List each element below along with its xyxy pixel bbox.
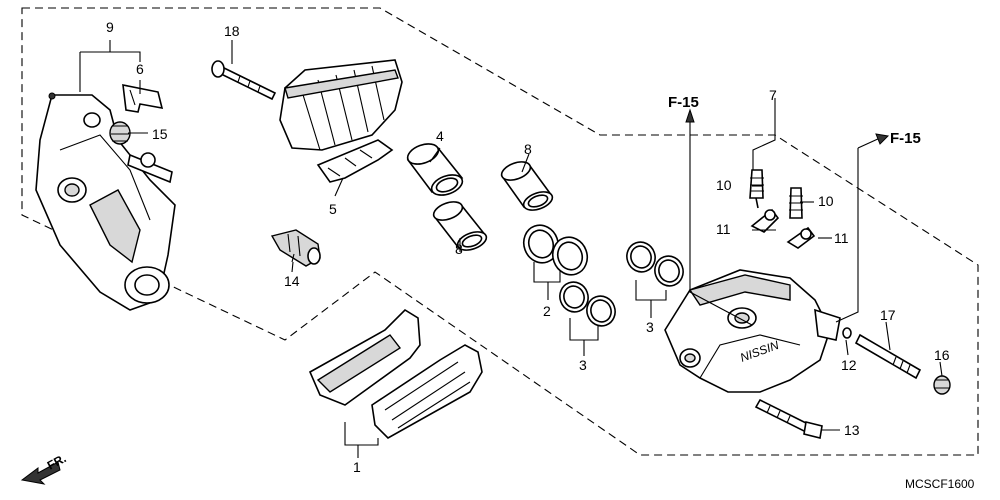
caliper-bracket bbox=[35, 92, 176, 311]
callout-9: 9 bbox=[106, 19, 114, 35]
callout-15: 15 bbox=[152, 126, 168, 142]
callout-4: 4 bbox=[436, 128, 444, 144]
piston-large bbox=[406, 143, 464, 196]
piston-small-upper bbox=[500, 161, 554, 211]
bleeder-cap-right bbox=[786, 226, 816, 249]
pad-pin bbox=[270, 229, 321, 267]
piston-seals-2 bbox=[522, 224, 589, 276]
pad-retainer-clip bbox=[122, 83, 164, 113]
piston-small-lower bbox=[432, 201, 488, 251]
callout-17: 17 bbox=[880, 307, 896, 323]
callout-14: 14 bbox=[284, 273, 300, 289]
callout-18: 18 bbox=[224, 23, 240, 39]
callout-11-left: 11 bbox=[716, 221, 731, 237]
caliper-bolt bbox=[211, 60, 277, 101]
callout-3-right: 3 bbox=[646, 319, 654, 335]
bleeder-screw-left bbox=[749, 169, 764, 209]
callout-3-lower: 3 bbox=[579, 357, 587, 373]
assembly-boundary bbox=[21, 7, 979, 456]
pin-boot bbox=[109, 121, 131, 145]
callout-6: 6 bbox=[136, 61, 144, 77]
pin-plug bbox=[933, 375, 951, 395]
washer bbox=[842, 327, 852, 339]
callout-10-right: 10 bbox=[818, 193, 834, 209]
pad-spring bbox=[316, 139, 394, 183]
brake-pad-front bbox=[308, 308, 421, 406]
drawing-code: MCSCF1600 bbox=[905, 477, 975, 491]
piston-seals-3-right bbox=[626, 241, 684, 287]
callout-2: 2 bbox=[543, 303, 551, 319]
pad-spring-cover bbox=[279, 59, 403, 151]
reference-f15-left: F-15 bbox=[668, 94, 699, 111]
callout-8-upper: 8 bbox=[524, 141, 532, 157]
caliper-body: NISSIN bbox=[664, 269, 841, 393]
front-direction-arrow: FR. bbox=[20, 451, 68, 485]
pad-hanger-pin bbox=[854, 333, 922, 380]
piston-seals-3-lower bbox=[559, 281, 616, 327]
callout-8-lower: 8 bbox=[455, 241, 463, 257]
reference-f15-right: F-15 bbox=[890, 130, 921, 147]
callout-5: 5 bbox=[329, 201, 337, 217]
callout-12: 12 bbox=[841, 357, 857, 373]
callout-7: 7 bbox=[769, 87, 777, 103]
bleeder-screw-right bbox=[789, 187, 803, 219]
callout-16: 16 bbox=[934, 347, 950, 363]
caliper-mount-bolt bbox=[754, 398, 823, 439]
callout-10-left: 10 bbox=[716, 177, 732, 193]
callout-1: 1 bbox=[353, 459, 361, 475]
leader-lines bbox=[79, 40, 943, 458]
brake-pad-rear bbox=[371, 344, 483, 439]
callout-13: 13 bbox=[844, 422, 860, 438]
bleeder-cap-left bbox=[750, 208, 780, 233]
callout-11-right: 11 bbox=[834, 230, 849, 246]
